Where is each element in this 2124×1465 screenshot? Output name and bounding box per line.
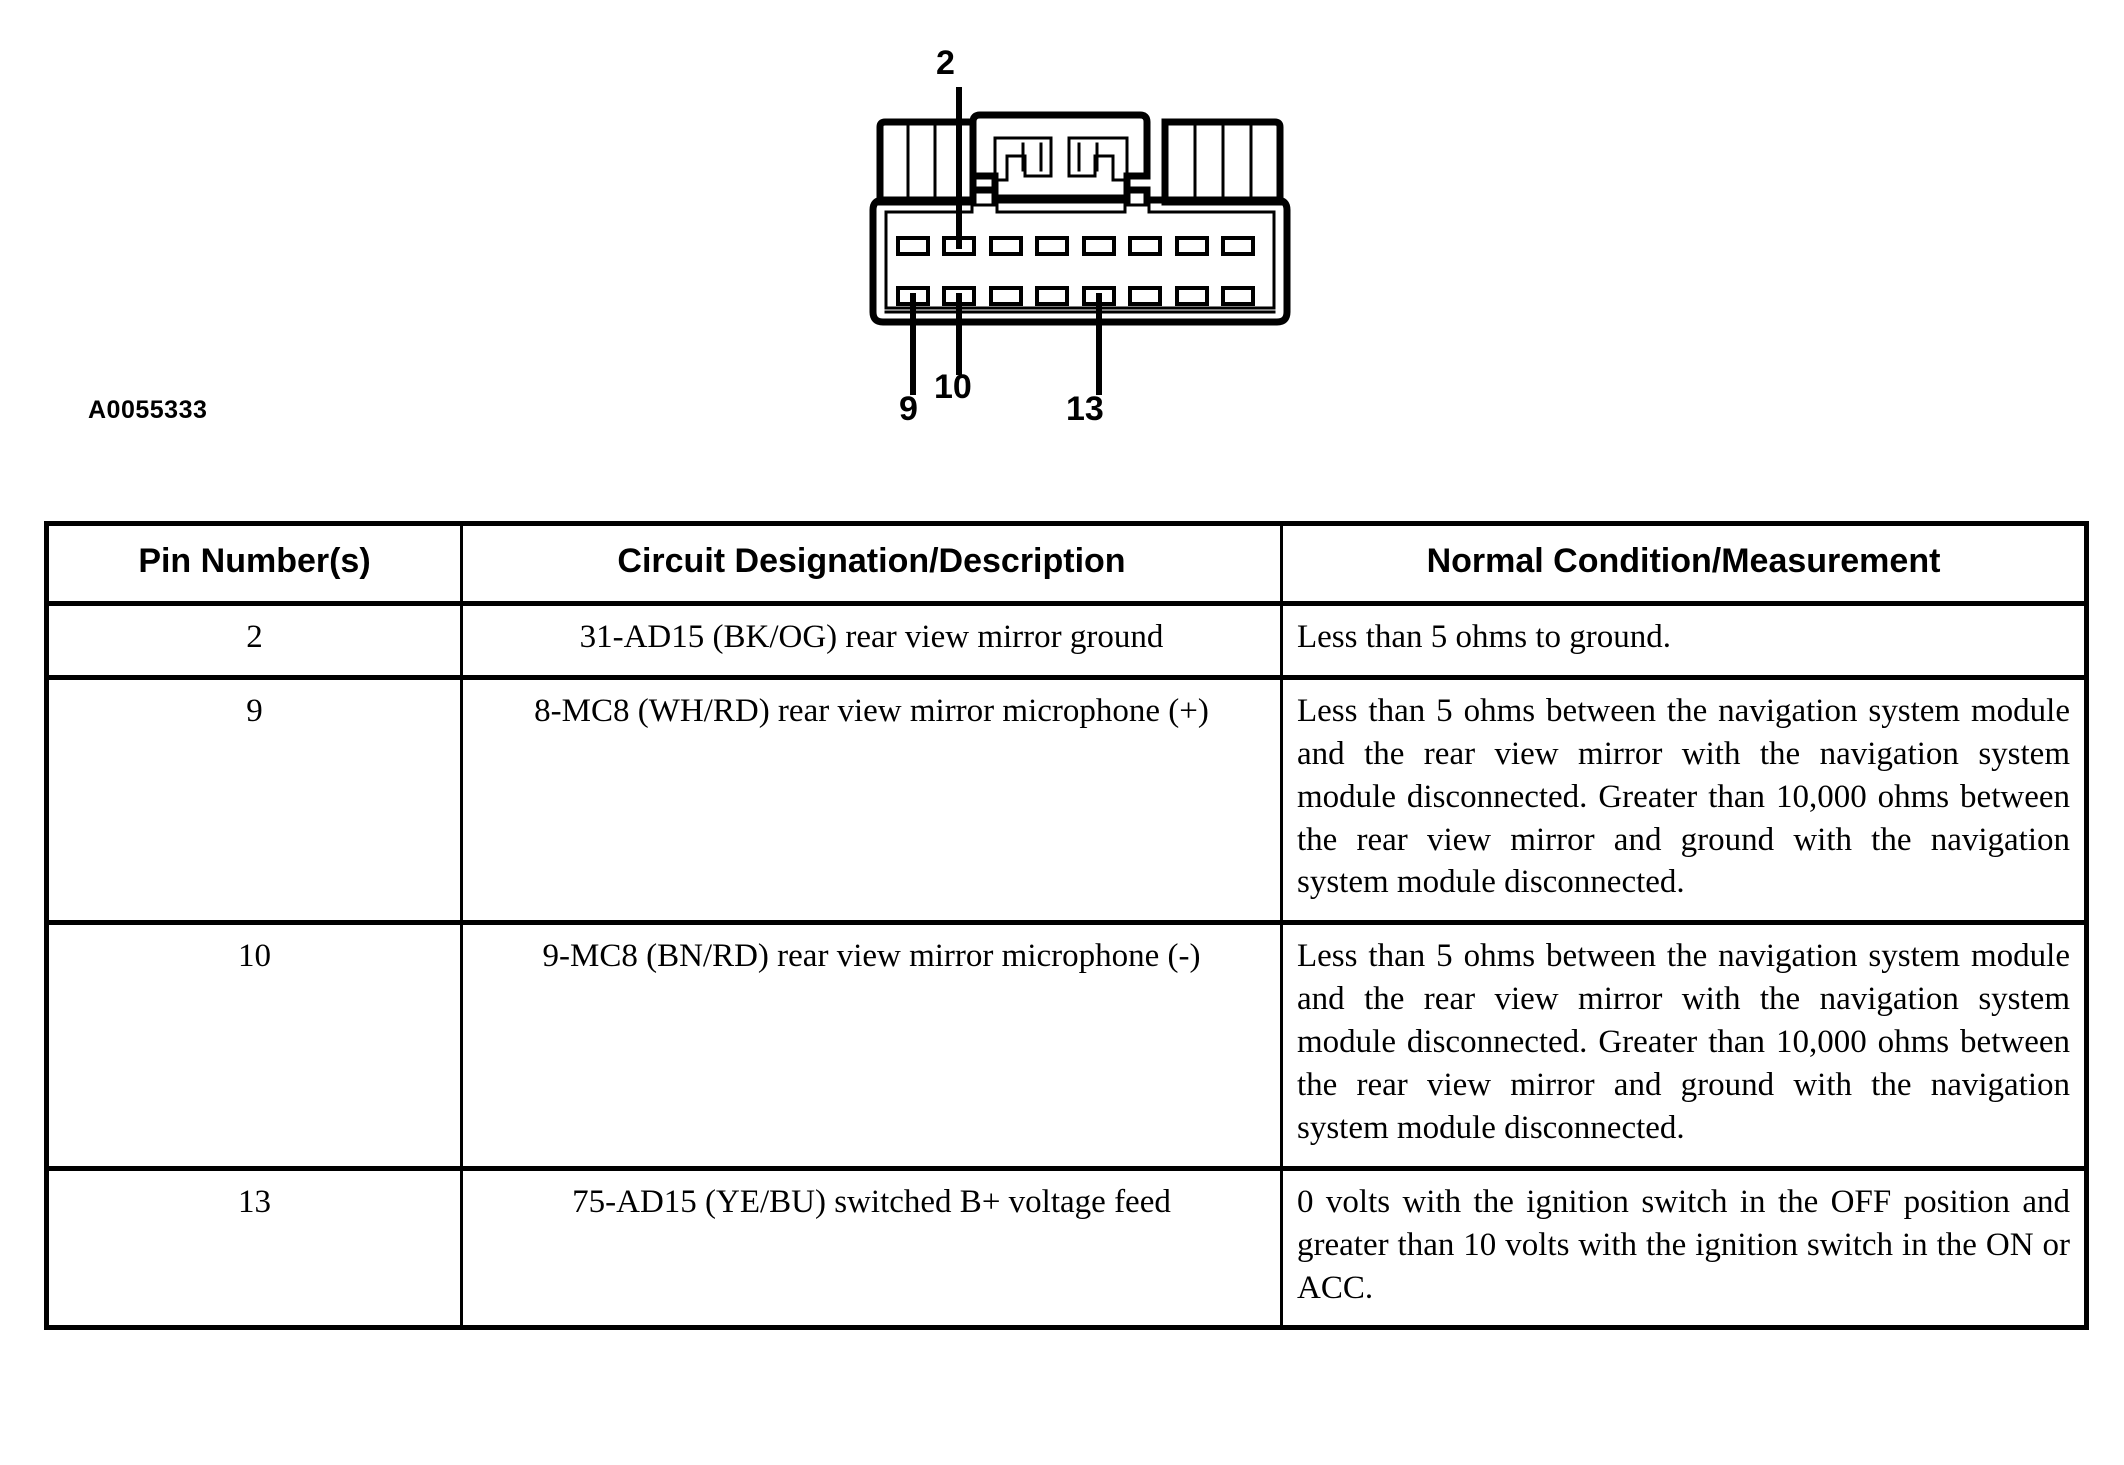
normal-condition-text: Less than 5 ohms to ground. [1297,619,1671,655]
slot-top-4 [1035,236,1069,256]
cell-pin-number: 13 [44,1165,463,1331]
cell-pin-number: 10 [44,920,463,1171]
pin-specification-table: Pin Number(s) Circuit Designation/Descri… [44,521,2089,1331]
cell-circuit-designation: 8-MC8 (WH/RD) rear view mirror microphon… [460,674,1283,926]
normal-condition-text: Less than 5 ohms between the navigation … [1297,938,2070,1146]
normal-condition-text: 0 volts with the ignition switch in the … [1297,1183,2070,1306]
cell-pin-number: 9 [44,674,463,926]
latch-detail-right [1067,136,1129,182]
table-row: 2 31-AD15 (BK/OG) rear view mirror groun… [44,601,2089,680]
right-shoulder [1161,118,1284,206]
slot-top-5 [1082,236,1116,256]
cell-circuit-designation: 31-AD15 (BK/OG) rear view mirror ground [460,601,1283,680]
terminal-slots-top [896,236,1255,256]
pin-callout-10: 10 [934,368,972,406]
pin-callout-13: 13 [1066,390,1104,428]
table-body: 2 31-AD15 (BK/OG) rear view mirror groun… [44,601,2089,1331]
figure-id-label: A0055333 [88,396,208,424]
left-shoulder-ribs [906,122,937,202]
connector-diagram [855,60,1305,440]
slot-bottom-3 [989,286,1023,306]
slot-top-7 [1175,236,1209,256]
cell-normal-condition: Less than 5 ohms between the navigation … [1280,920,2089,1171]
pin-callout-2: 2 [936,44,955,82]
column-header-pin-number: Pin Number(s) [44,521,463,606]
cell-circuit-designation: 75-AD15 (YE/BU) switched B+ voltage feed [460,1165,1283,1331]
normal-condition-text: Less than 5 ohms between the navigation … [1297,692,2070,901]
right-shoulder-ribs [1193,122,1253,202]
table-row: 13 75-AD15 (YE/BU) switched B+ voltage f… [44,1165,2089,1331]
connector-body-inner [884,203,1276,310]
slot-bottom-7 [1175,286,1209,306]
terminal-slots-bottom [896,286,1255,306]
cell-pin-number: 2 [44,601,463,680]
slot-bottom-8 [1221,286,1255,306]
cell-normal-condition: Less than 5 ohms to ground. [1280,601,2089,680]
connector-illustration [869,87,1291,395]
cell-circuit-designation: 9-MC8 (BN/RD) rear view mirror microphon… [460,920,1283,1171]
slot-top-8 [1221,236,1255,256]
latch-detail-left [993,136,1053,182]
latch-detail-ribs [1021,142,1099,172]
table-header-row: Pin Number(s) Circuit Designation/Descri… [44,521,2089,606]
slot-bottom-6 [1128,286,1162,306]
table-header: Pin Number(s) Circuit Designation/Descri… [44,521,2089,606]
latch-shell [969,111,1151,202]
column-header-normal-condition: Normal Condition/Measurement [1280,521,2089,606]
slot-bottom-4 [1035,286,1069,306]
slot-top-1 [896,236,930,256]
slot-top-6 [1128,236,1162,256]
column-header-circuit-designation: Circuit Designation/Description [460,521,1283,606]
cell-normal-condition: Less than 5 ohms between the navigation … [1280,674,2089,926]
cell-normal-condition: 0 volts with the ignition switch in the … [1280,1165,2089,1331]
connector-body-outer [869,186,1291,326]
table-row: 10 9-MC8 (BN/RD) rear view mirror microp… [44,920,2089,1171]
slot-top-3 [989,236,1023,256]
pin-callout-9: 9 [899,390,918,428]
table-row: 9 8-MC8 (WH/RD) rear view mirror microph… [44,674,2089,926]
